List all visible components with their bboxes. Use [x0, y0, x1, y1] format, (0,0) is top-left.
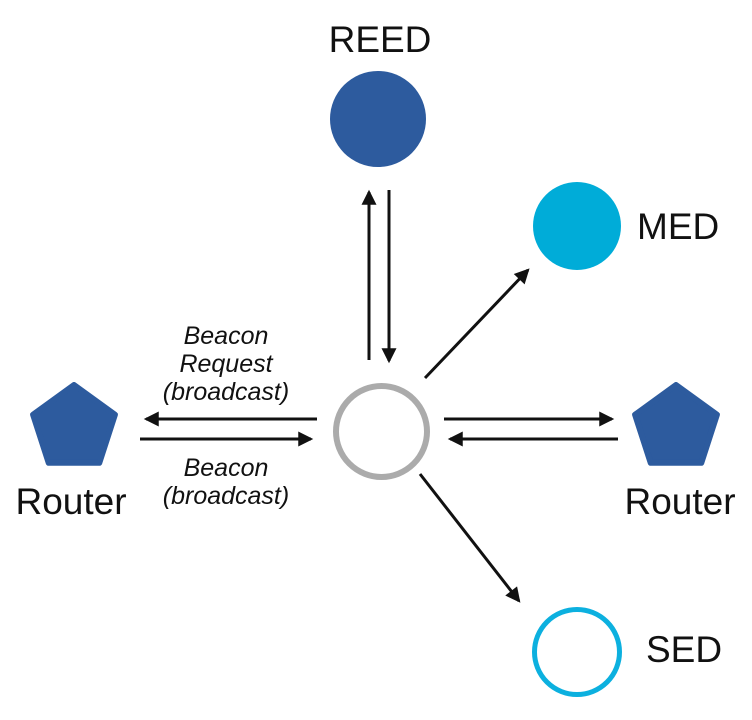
router-right-node-pentagon [632, 382, 720, 466]
joining-device-node-circle [333, 383, 430, 480]
beacon-request-line-3: (broadcast) [162, 378, 290, 406]
arrow-center-to-sed [418, 473, 521, 603]
beacon-line-2: (broadcast) [162, 482, 290, 510]
beacon-request-line-2: Request [179, 350, 273, 378]
arrow-center-to-med [423, 268, 530, 380]
beacon-line-1: Beacon [183, 454, 269, 482]
beacon-request-line-1: Beacon [183, 322, 269, 350]
router-left-node-pentagon [30, 382, 118, 466]
med-node-circle [533, 182, 621, 270]
sed-label: SED [646, 629, 723, 670]
router-left-label: Router [15, 481, 127, 522]
med-label: MED [637, 206, 720, 247]
reed-label: REED [328, 19, 432, 60]
router-right-label: Router [624, 481, 736, 522]
reed-node-circle [330, 71, 426, 167]
beacon-label: Beacon (broadcast) [136, 454, 316, 510]
sed-node-circle [532, 607, 622, 697]
beacon-request-label: Beacon Request (broadcast) [136, 322, 316, 406]
